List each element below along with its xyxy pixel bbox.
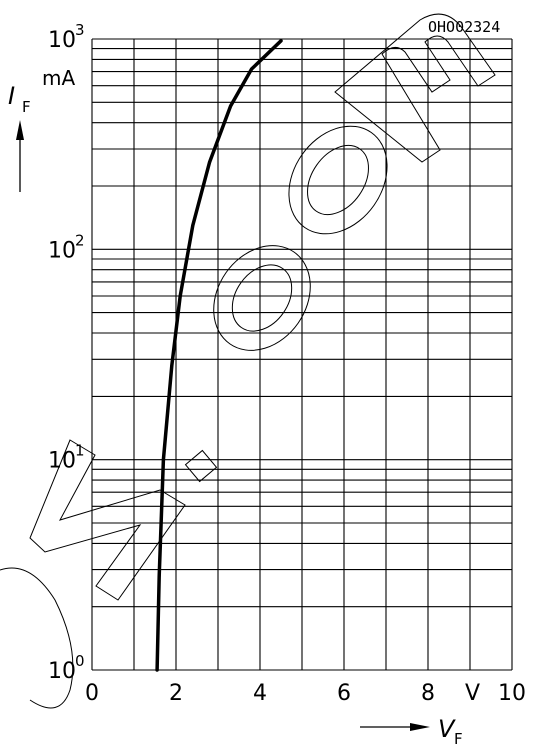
y-tick-label: 10 bbox=[48, 449, 76, 474]
data-point bbox=[155, 668, 159, 672]
data-point bbox=[208, 160, 212, 164]
y-tick-label: 10 bbox=[48, 659, 76, 684]
data-point bbox=[279, 39, 283, 43]
x-tick-label: 0 bbox=[85, 681, 99, 706]
x-tick-label: 2 bbox=[169, 681, 183, 706]
x-tick-label: 6 bbox=[337, 681, 351, 706]
y-tick-exponent: 0 bbox=[75, 652, 85, 670]
x-tick-label: 8 bbox=[421, 681, 435, 706]
x-axis-arrow-head bbox=[410, 723, 430, 731]
x-axis-label: V bbox=[438, 715, 456, 743]
data-point bbox=[191, 223, 195, 227]
series-points bbox=[155, 39, 283, 672]
x-tick-label: 4 bbox=[253, 681, 267, 706]
y-tick-label: 10 bbox=[48, 28, 76, 53]
y-tick-exponent: 1 bbox=[75, 442, 85, 460]
y-axis-label: I bbox=[8, 82, 15, 110]
y-axis-arrow-head bbox=[16, 120, 24, 140]
chart-grid bbox=[91, 38, 513, 671]
y-axis-unit: mA bbox=[42, 66, 75, 90]
y-axis-label-sub: F bbox=[22, 98, 31, 116]
data-point bbox=[250, 67, 254, 71]
data-point bbox=[161, 458, 165, 462]
series-line-forward-current bbox=[155, 39, 283, 672]
y-tick-exponent: 3 bbox=[75, 21, 85, 39]
data-point bbox=[178, 294, 182, 298]
y-tick-label: 10 bbox=[48, 238, 76, 263]
chart-code-label: OHO02324 bbox=[428, 18, 500, 36]
x-tick-label: 10 bbox=[498, 681, 526, 706]
x-tick-labels: 0 2 4 6 8 10 bbox=[85, 681, 526, 706]
watermark-graphic bbox=[0, 13, 496, 709]
y-axis-title: I F bbox=[8, 82, 31, 192]
x-axis-title: V F bbox=[360, 715, 463, 747]
data-point bbox=[229, 104, 233, 108]
data-point bbox=[157, 574, 161, 578]
y-tick-exponent: 2 bbox=[75, 231, 85, 249]
x-axis-label-sub: F bbox=[454, 730, 463, 747]
data-point bbox=[170, 364, 174, 368]
x-axis-unit: V bbox=[465, 681, 480, 706]
